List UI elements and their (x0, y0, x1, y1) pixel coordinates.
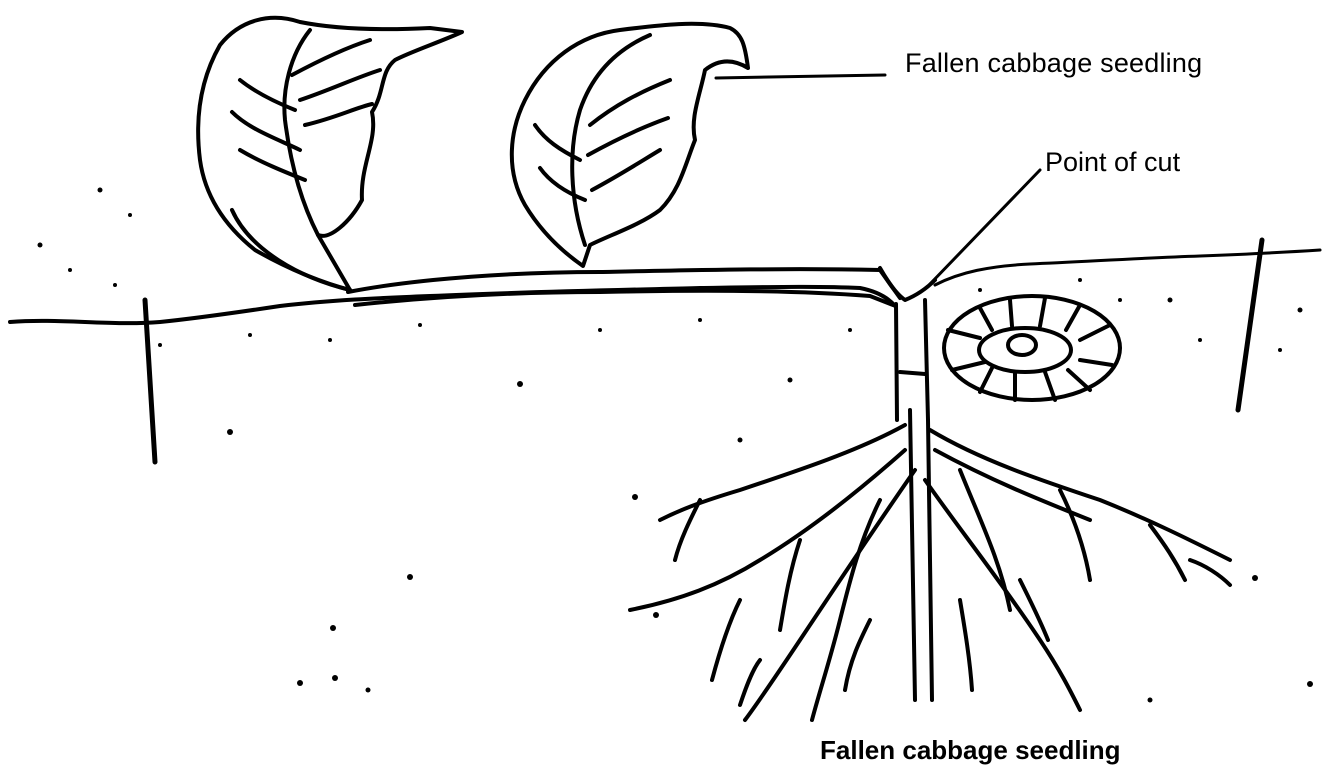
leaf-right (512, 24, 748, 266)
soil-surface-line (10, 250, 1320, 323)
figure-caption: Fallen cabbage seedling (820, 735, 1121, 766)
pointer-lines (716, 75, 1040, 284)
point-of-cut-label: Point of cut (1045, 147, 1180, 178)
fallen-seedling-label: Fallen cabbage seedling (905, 48, 1202, 79)
leaf-left (198, 18, 462, 290)
cut-stump (880, 268, 935, 420)
cutworm (944, 296, 1120, 400)
marker-stakes (145, 240, 1262, 462)
soil-specks (38, 188, 1314, 703)
roots (630, 410, 1230, 720)
